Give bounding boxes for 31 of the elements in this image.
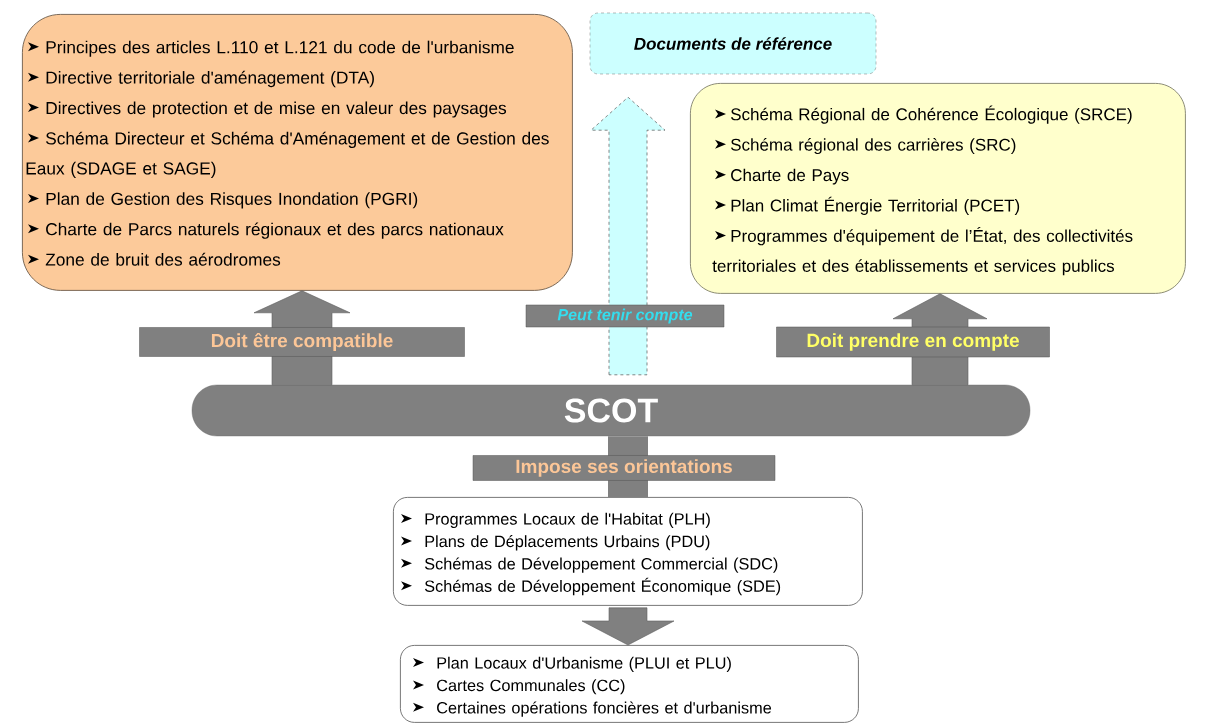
list-item: Principes des articles L.110 et L.121 du code de l'urbanisme — [28, 40, 514, 57]
list-item: Plan Locaux d'Urbanisme (PLUI et PLU) — [413, 656, 731, 672]
list-item: Charte de Pays — [715, 168, 849, 185]
list-item: Zone de bruit des aérodromes — [28, 252, 281, 266]
reference-box: Documents de référence — [589, 12, 877, 75]
edge-label: Doit être compatible — [139, 327, 465, 357]
list-item: Plans de Déplacements Urbains (PDU) — [401, 535, 710, 551]
block-arrow — [581, 607, 675, 646]
list-item: Schéma Régional de Cohérence Écologique (SRCE) — [715, 105, 1132, 124]
list-item: Directives de protection et de mise en valeur des paysages — [28, 101, 507, 118]
block-arrow — [590, 96, 666, 376]
list-item: Programmes Locaux de l'Habitat (PLH) — [401, 512, 710, 528]
list-item: Schémas de Développement Commercial (SDC) — [401, 557, 778, 573]
list-item: Plan Climat Énergie Territorial (PCET) — [715, 196, 1020, 215]
list-item: Directive territoriale d'aménagement (DTA) — [28, 70, 374, 88]
edge-label: Doit prendre en compte — [776, 326, 1050, 358]
edge-label: Peut tenir compte — [525, 304, 725, 328]
list-item: Schéma régional des carrières (SRC) — [715, 138, 1016, 155]
list-item: Cartes Communales (CC) — [413, 679, 625, 695]
list-item: Programmes d'équipement de l’État, des collectivités territoriales et des établissements et services publics — [712, 227, 1133, 276]
list-item: Schéma Directeur et Schéma d'Aménagement et de Gestion des Eaux (SDAGE et SAGE) — [26, 131, 549, 178]
list-item: Certaines opérations foncières et d'urbanisme — [413, 701, 772, 717]
list-item: Plan de Gestion des Risques Inondation (PGRI) — [28, 192, 418, 209]
main-bar: SCOT — [191, 384, 1031, 437]
list-box — [393, 497, 863, 606]
list-box — [22, 14, 573, 291]
list-item: Charte de Parcs naturels régionaux et des parcs nationaux — [28, 222, 504, 239]
list-box — [690, 83, 1186, 294]
list-item: Schémas de Développement Économique (SDE) — [401, 577, 781, 596]
edge-label: Impose ses orientations — [472, 455, 776, 481]
list-box — [400, 645, 859, 723]
